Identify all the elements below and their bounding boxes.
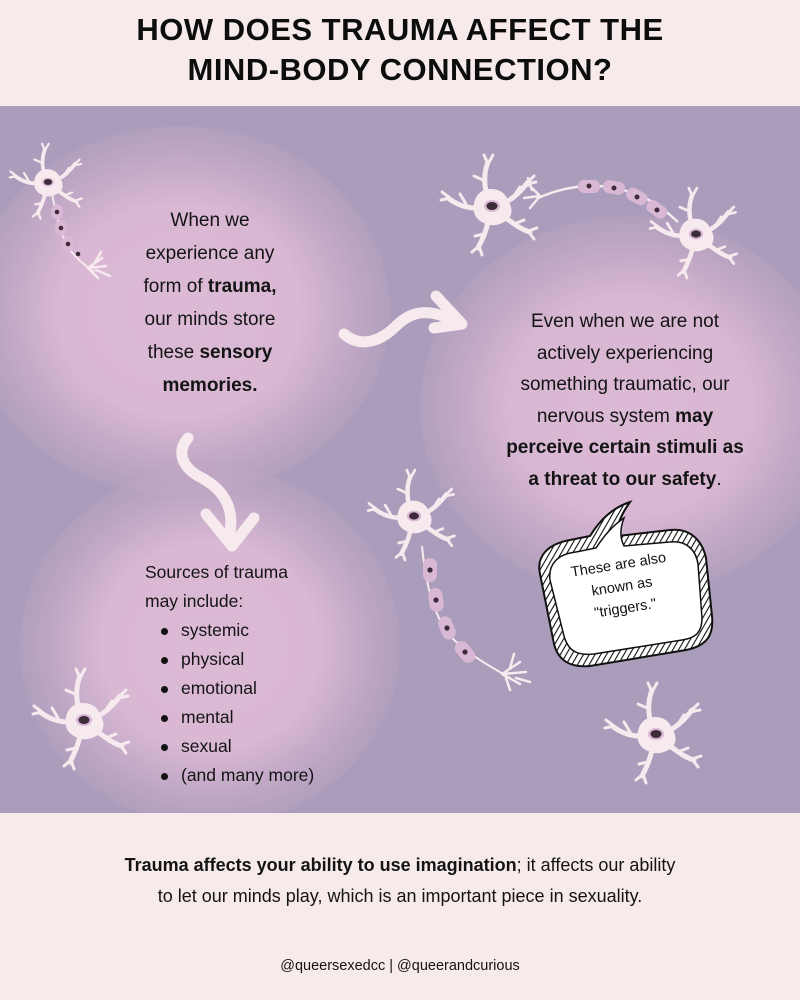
text-line: a threat to our safety. xyxy=(475,464,775,496)
emphasis-perceive: perceive certain stimuli as xyxy=(506,437,744,458)
text-span: nervous system xyxy=(536,405,676,427)
list-item: emotional xyxy=(159,674,375,703)
text-line: actively experiencing xyxy=(536,342,714,364)
list-item: systemic xyxy=(159,616,375,645)
list-item: (and many more) xyxy=(159,761,375,790)
emphasis-memories: memories. xyxy=(162,375,258,396)
text-span: . xyxy=(716,468,722,490)
list-item: physical xyxy=(159,645,375,674)
text-block-sources: Sources of trauma may include: systemic … xyxy=(145,558,375,790)
text-line: these sensory xyxy=(110,336,310,369)
text-line: memories. xyxy=(110,369,310,402)
summary-text: Trauma affects your ability to use imagi… xyxy=(0,850,800,912)
text-span: form of xyxy=(143,276,208,297)
emphasis-trauma: trauma xyxy=(207,276,272,297)
text-line: perceive certain stimuli as xyxy=(475,432,775,464)
social-handles: @queersexedcc | @queerandcurious xyxy=(280,958,520,974)
neuron-icon xyxy=(7,141,112,280)
header: HOW DOES TRAUMA AFFECT THE MIND-BODY CON… xyxy=(0,0,800,106)
text-line: to let our minds play, which is an impor… xyxy=(157,886,643,906)
text-line: our minds store xyxy=(144,309,276,330)
emphasis-may: may xyxy=(675,405,714,427)
list-item: mental xyxy=(159,703,375,732)
title-line-2: MIND-BODY CONNECTION? xyxy=(187,52,613,87)
title-line-1: HOW DOES TRAUMA AFFECT THE xyxy=(136,12,664,47)
neuron-pair-icon xyxy=(420,140,760,290)
emphasis-imagination: Trauma affects your ability to use imagi… xyxy=(124,855,517,875)
page-title: HOW DOES TRAUMA AFFECT THE MIND-BODY CON… xyxy=(0,0,800,90)
neuron-icon xyxy=(330,446,532,692)
text-line: Trauma affects your ability to use imagi… xyxy=(0,850,800,881)
neuron-icon xyxy=(588,670,728,800)
sources-list: systemic physical emotional mental sexua… xyxy=(145,616,375,790)
text-line: Even when we are not xyxy=(530,311,719,332)
curvy-arrow-down-icon xyxy=(176,432,260,552)
text-span: ; it affects our ability xyxy=(516,855,676,875)
text-block-memory: When we experience any form of trauma, o… xyxy=(110,204,310,402)
text-line: When we xyxy=(170,210,250,231)
emphasis-sensory: sensory xyxy=(199,342,273,363)
text-line: may include: xyxy=(145,591,244,611)
speech-bubble-icon xyxy=(538,500,714,668)
text-span: these xyxy=(147,342,200,363)
list-item: sexual xyxy=(159,732,375,761)
text-line: Sources of trauma xyxy=(145,562,288,582)
text-line: form of trauma, xyxy=(110,270,310,303)
neuron-icon xyxy=(10,656,150,786)
text-line: experience any xyxy=(145,243,275,264)
infographic-panel: When we experience any form of trauma, o… xyxy=(0,106,800,813)
glow-circle-top-left xyxy=(0,126,390,496)
curvy-arrow-right-icon xyxy=(338,290,468,348)
emphasis-threat: a threat to our safety xyxy=(528,468,717,490)
text-line: nervous system may xyxy=(475,401,775,433)
text-line: something traumatic, our xyxy=(520,374,730,395)
text-block-nervous-system: Even when we are not actively experienci… xyxy=(475,306,775,495)
text-span: , xyxy=(271,276,277,297)
